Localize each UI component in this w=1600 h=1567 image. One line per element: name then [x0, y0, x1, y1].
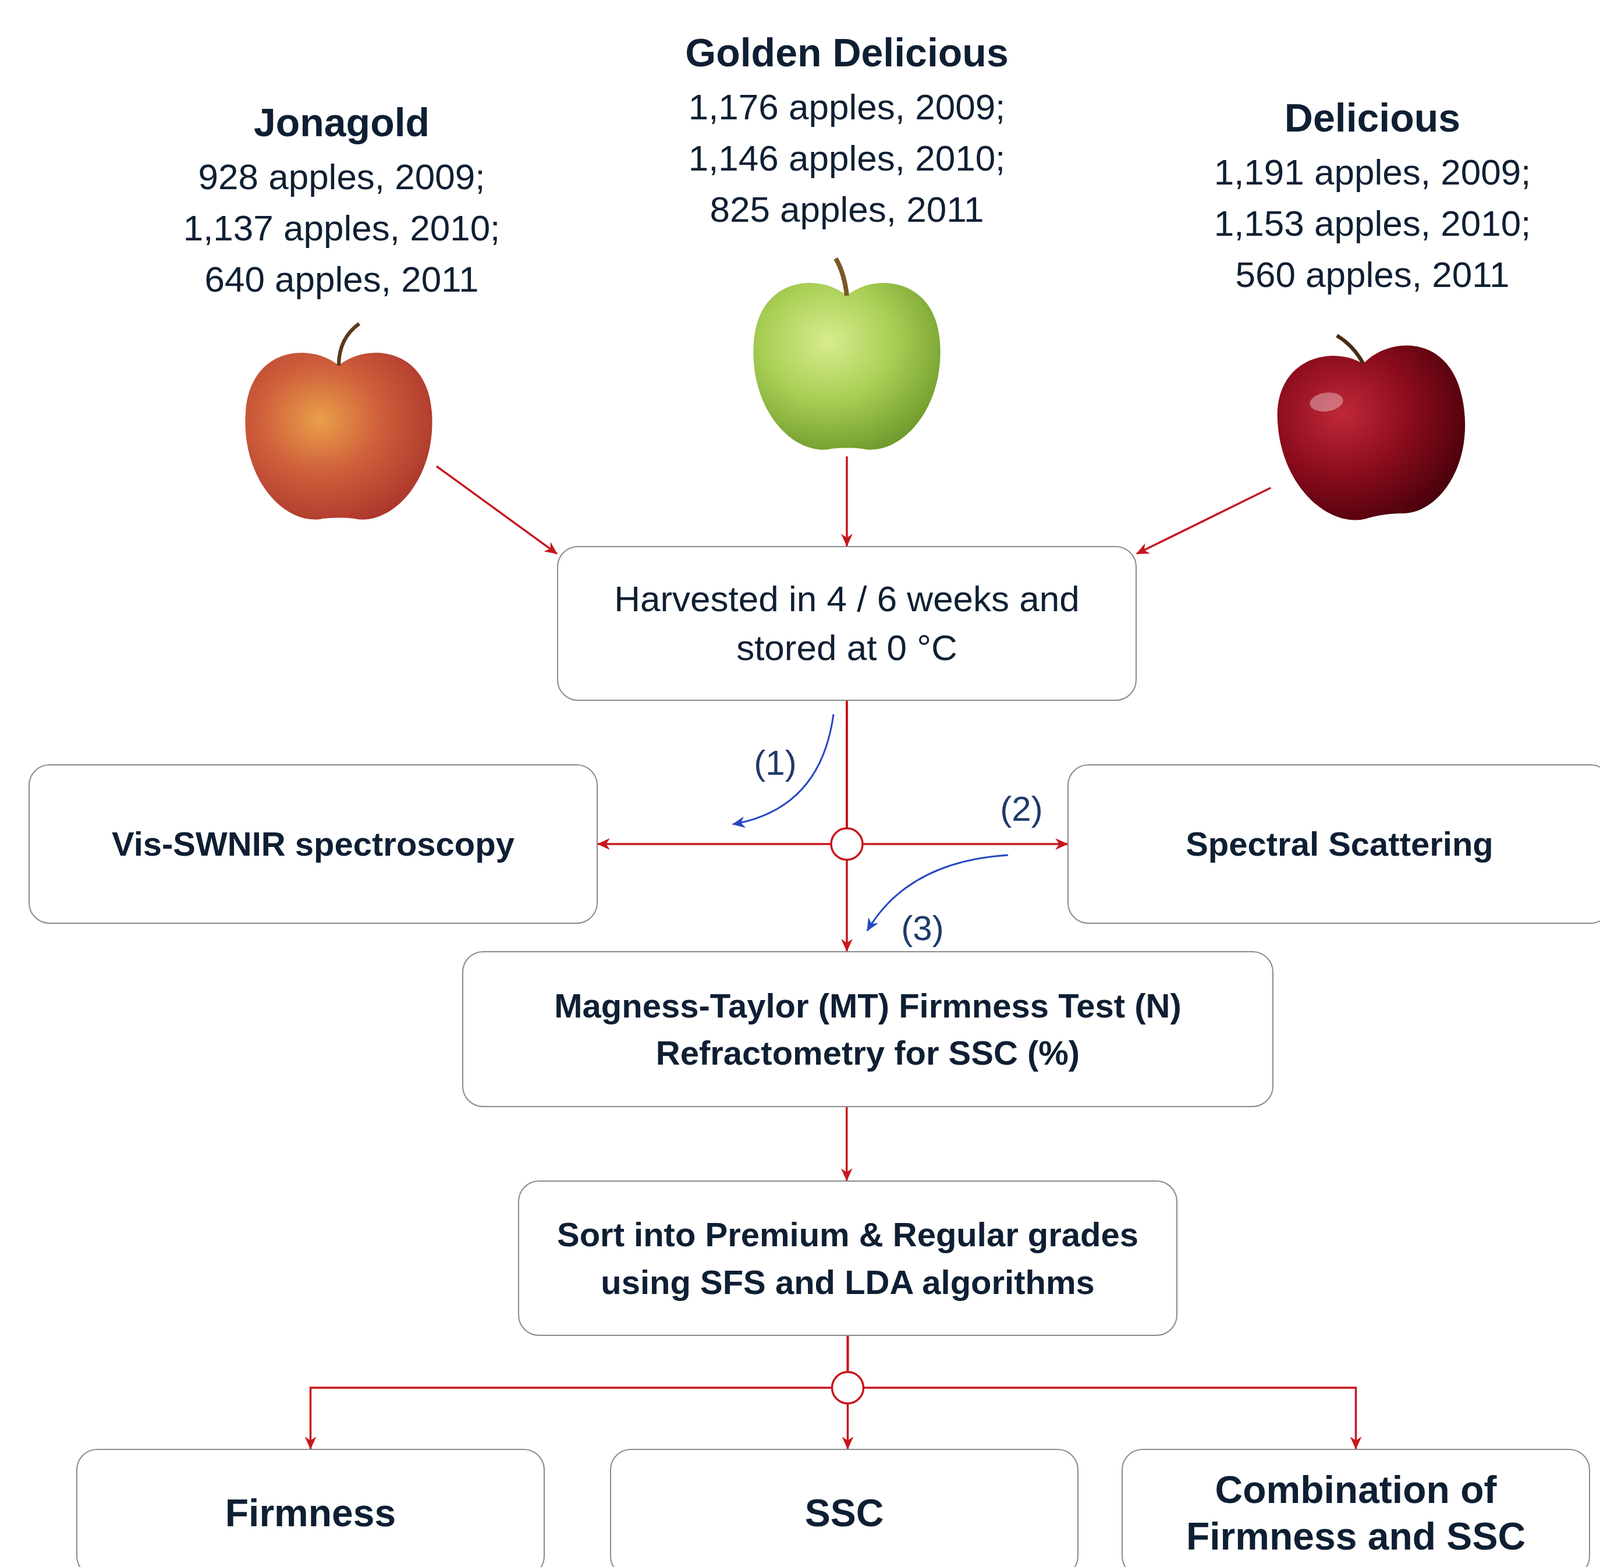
box-text: Vis-SWNIR spectroscopy [111, 820, 515, 868]
apple-stem [1336, 332, 1364, 367]
apple-count: 1,176 apples, 2009; 1,146 apples, 2010; … [672, 81, 1022, 236]
box-text: Harvested in 4 / 6 weeks and stored at 0… [581, 574, 1113, 672]
method-box: Spectral Scattering [1067, 764, 1600, 924]
variety-group: Delicious1,191 apples, 2009; 1,153 apple… [1186, 88, 1559, 488]
box-text: Magness-Taylor (MT) Firmness Test (N) [554, 981, 1181, 1030]
flow-arrow [846, 700, 1068, 844]
process-box: Harvested in 4 / 6 weeks and stored at 0… [557, 545, 1137, 701]
result-box: Combination of Firmness and SSC [1121, 1448, 1591, 1567]
junction-dot [832, 1371, 864, 1404]
box-text: Spectral Scattering [1185, 820, 1494, 868]
apple-body [1268, 338, 1478, 530]
flow-arrow [845, 700, 849, 952]
apple-body [245, 352, 432, 520]
variety-name: Golden Delicious [685, 23, 1009, 82]
flow-arrow [1136, 487, 1271, 554]
variety-name: Jonagold [253, 93, 430, 152]
result-text: Firmness [225, 1489, 396, 1536]
callout-number: (3) [900, 910, 944, 946]
golden-apple [753, 258, 940, 450]
variety-group: Golden Delicious1,176 apples, 2009; 1,14… [643, 23, 1051, 457]
box-text: Sort into Premium & Regular grades using… [542, 1210, 1154, 1305]
apple-body [753, 282, 940, 450]
apple-stem [835, 258, 847, 296]
result-text: Combination of Firmness and SSC [1146, 1466, 1566, 1560]
measurement-box: Magness-Taylor (MT) Firmness Test (N)Ref… [462, 951, 1274, 1108]
sorting-box: Sort into Premium & Regular grades using… [518, 1180, 1178, 1336]
apple-count: 928 apples, 2009; 1,137 apples, 2010; 64… [167, 151, 517, 305]
callout-number: (1) [753, 745, 797, 781]
variety-group: Jonagold928 apples, 2009; 1,137 apples, … [161, 93, 523, 467]
result-box: SSC [609, 1448, 1079, 1567]
flow-arrow [845, 456, 849, 546]
delicious-apple [1266, 319, 1478, 530]
flow-arrow [310, 1335, 849, 1449]
result-box: Firmness [76, 1448, 545, 1567]
flow-arrow [597, 700, 847, 844]
result-text: SSC [804, 1489, 885, 1536]
flow-arrow [848, 1335, 1357, 1449]
junction-dot [831, 828, 863, 860]
variety-name: Delicious [1284, 88, 1461, 147]
apple-stem [338, 323, 360, 366]
jonagold-apple [245, 323, 432, 520]
order-arrow [732, 714, 834, 825]
apple-count: 1,191 apples, 2009; 1,153 apples, 2010; … [1197, 146, 1548, 301]
apple-shine [1308, 390, 1344, 414]
method-box: Vis-SWNIR spectroscopy [28, 764, 598, 924]
callout-number: (2) [999, 791, 1043, 827]
box-text: Refractometry for SSC (%) [655, 1029, 1080, 1077]
flow-arrow [845, 1107, 849, 1181]
flow-arrow [436, 466, 558, 554]
